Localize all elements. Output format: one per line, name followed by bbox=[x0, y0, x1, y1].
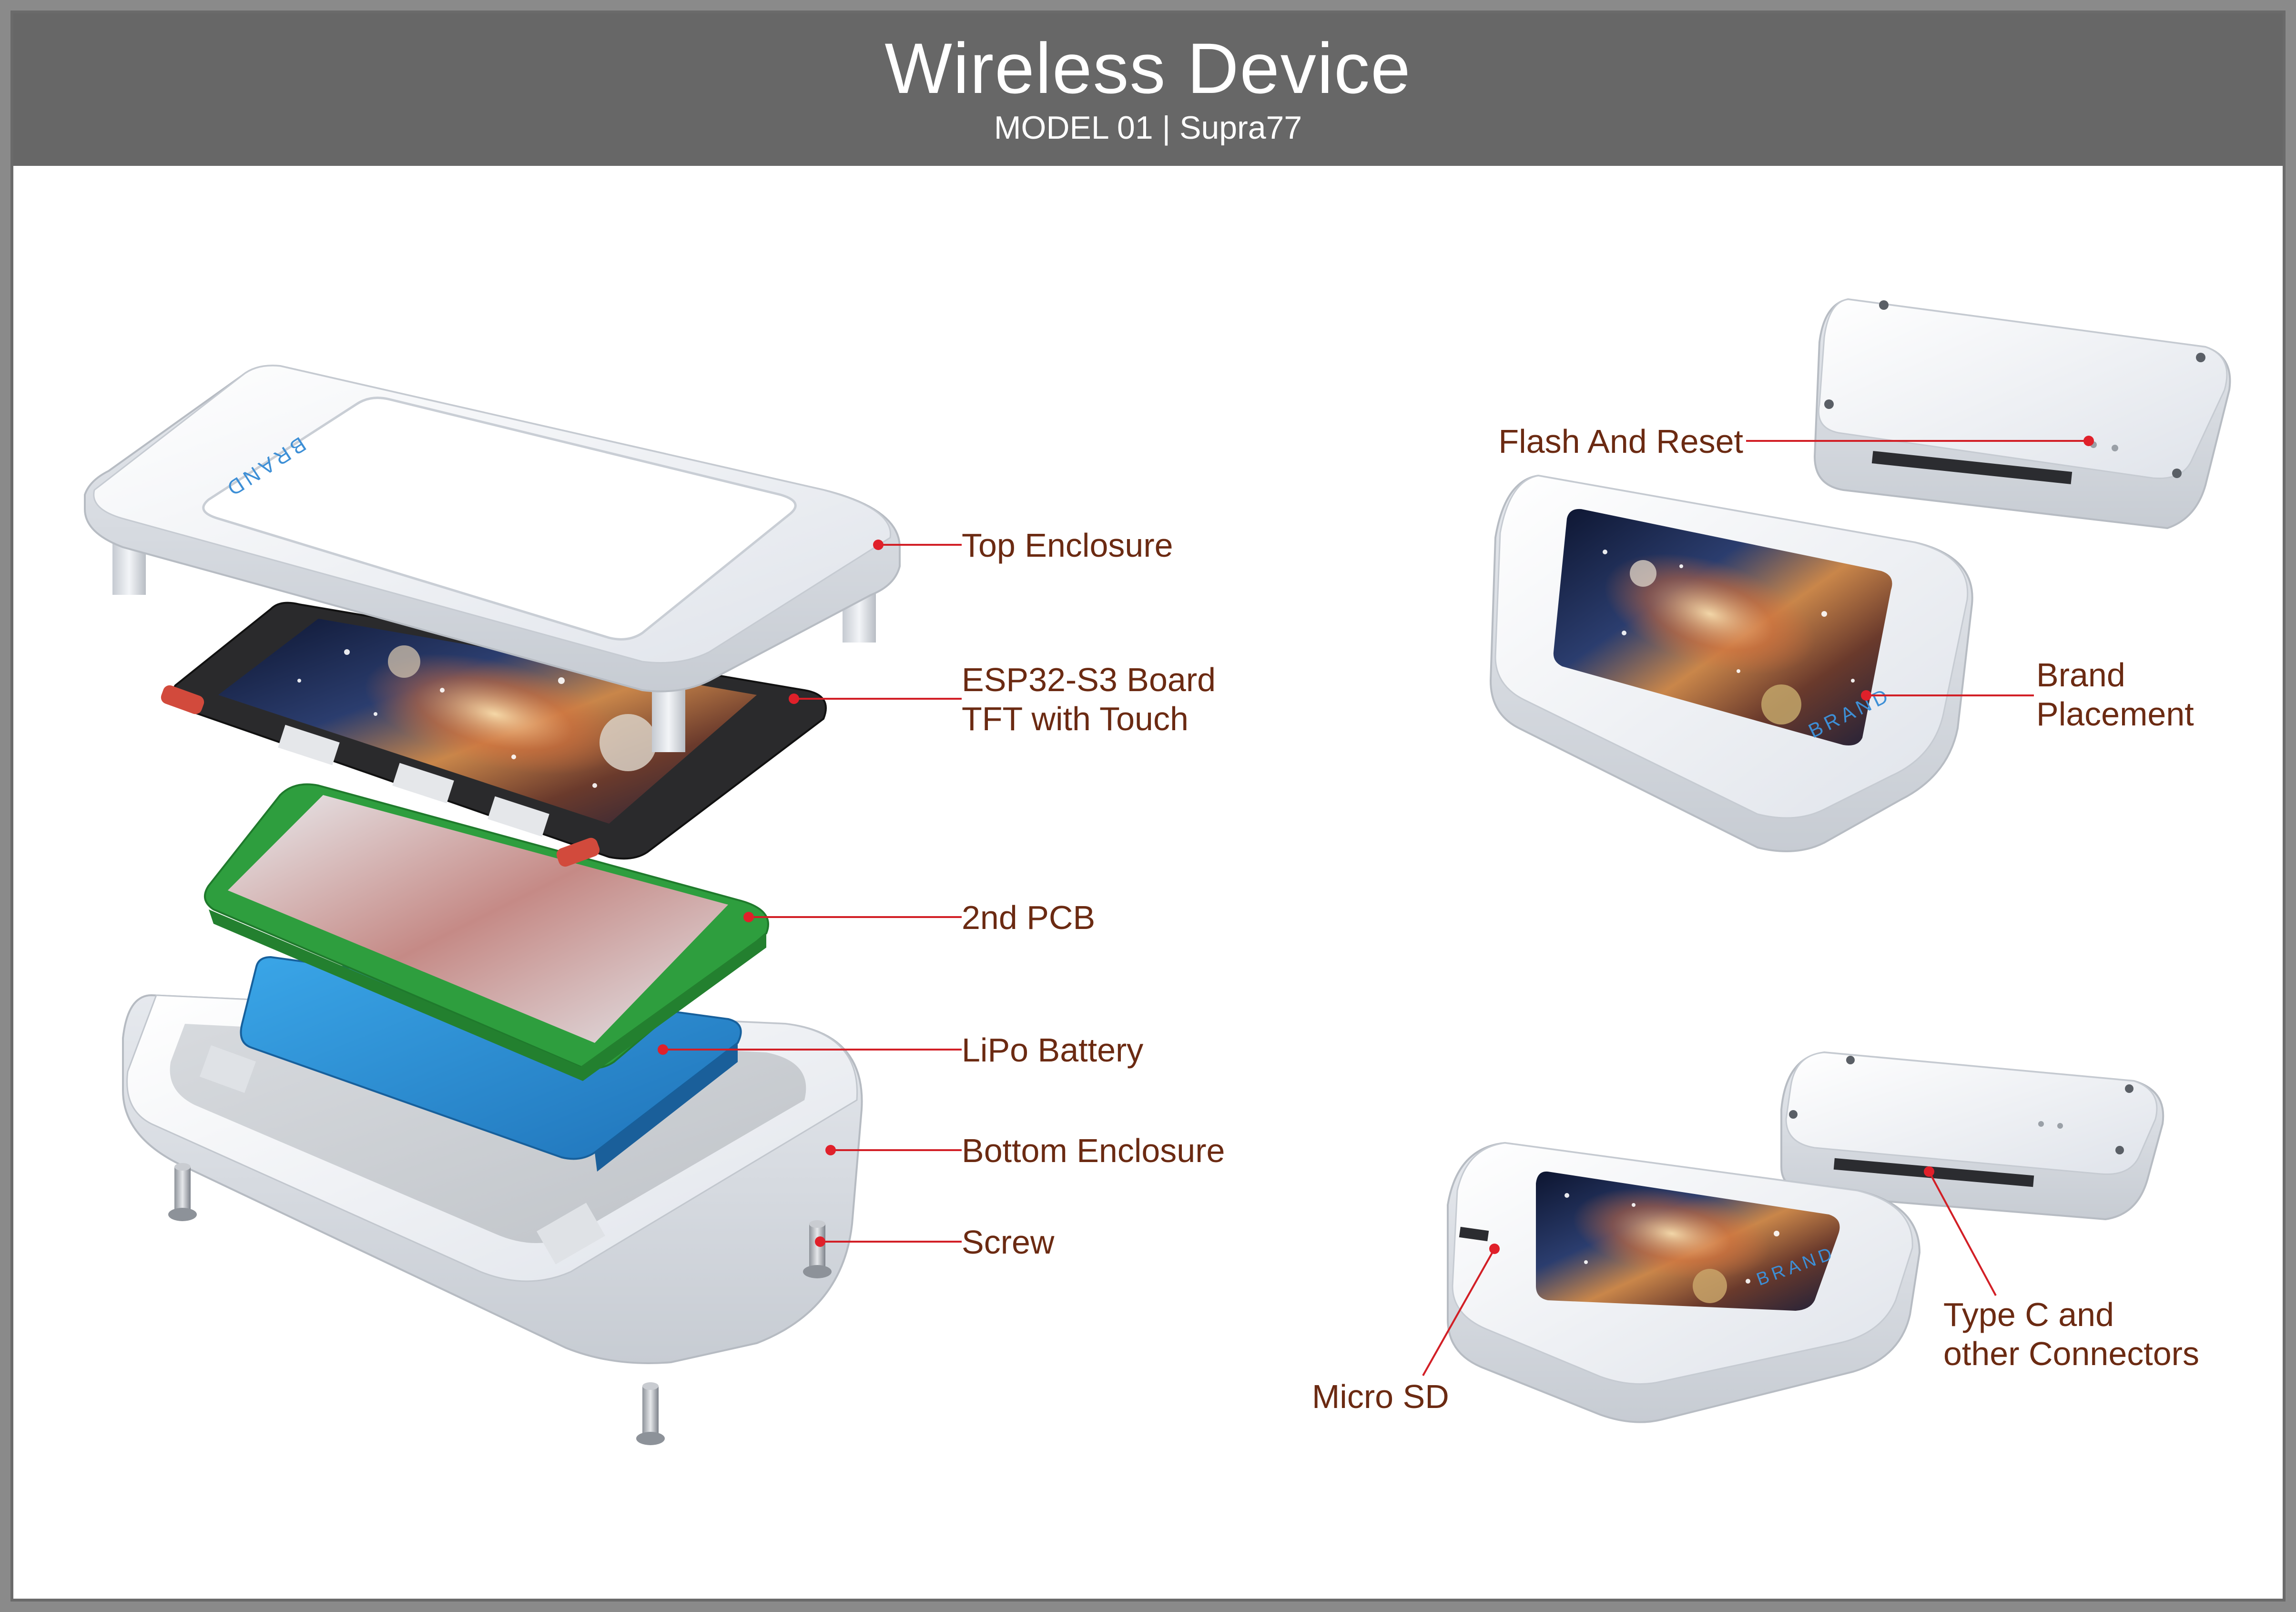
assembled-connector-view: BRAND Micro SD Type C and other Connecto… bbox=[1312, 1051, 2199, 1423]
screw-right bbox=[803, 1220, 832, 1278]
exploded-view: BRAND bbox=[84, 365, 1225, 1445]
assembled-top-view: BRAND Flash And Reset Brand Placement bbox=[1489, 298, 2231, 852]
second-pcb-part bbox=[204, 783, 769, 1081]
label-tft-touch: TFT with Touch bbox=[962, 700, 1189, 737]
top-enclosure-part: BRAND bbox=[84, 365, 901, 752]
label-flash-reset: Flash And Reset bbox=[1498, 423, 1743, 460]
page-title: Wireless Device bbox=[884, 28, 1412, 108]
label-top-enclosure: Top Enclosure bbox=[962, 527, 1173, 564]
label-brand-placement-2: Placement bbox=[2036, 695, 2194, 733]
label-screw: Screw bbox=[962, 1224, 1055, 1261]
label-typec-2: other Connectors bbox=[1943, 1335, 2199, 1372]
label-second-pcb: 2nd PCB bbox=[962, 899, 1095, 936]
label-typec-1: Type C and bbox=[1943, 1296, 2114, 1333]
label-bottom-enclosure: Bottom Enclosure bbox=[962, 1132, 1225, 1169]
label-brand-placement-1: Brand bbox=[2036, 656, 2125, 694]
label-lipo-battery: LiPo Battery bbox=[962, 1031, 1143, 1069]
device-front-unit: BRAND bbox=[1489, 474, 1973, 852]
page-subtitle: MODEL 01 | Supra77 bbox=[994, 110, 1302, 146]
poster-frame: Wireless Device MODEL 01 | Supra77 bbox=[10, 10, 2286, 1602]
label-micro-sd: Micro SD bbox=[1312, 1378, 1449, 1415]
label-esp32-board: ESP32-S3 Board bbox=[962, 661, 1216, 698]
device-display-unit: BRAND bbox=[1447, 1142, 1921, 1423]
device-rear-unit bbox=[1780, 1051, 2164, 1221]
header-banner: Wireless Device MODEL 01 | Supra77 bbox=[13, 13, 2283, 166]
screw-left bbox=[168, 1163, 197, 1221]
device-back-unit bbox=[1813, 298, 2231, 530]
screw-bottom bbox=[636, 1382, 665, 1445]
screws bbox=[168, 1163, 832, 1445]
illustration-canvas: BRAND bbox=[84, 298, 2231, 1445]
